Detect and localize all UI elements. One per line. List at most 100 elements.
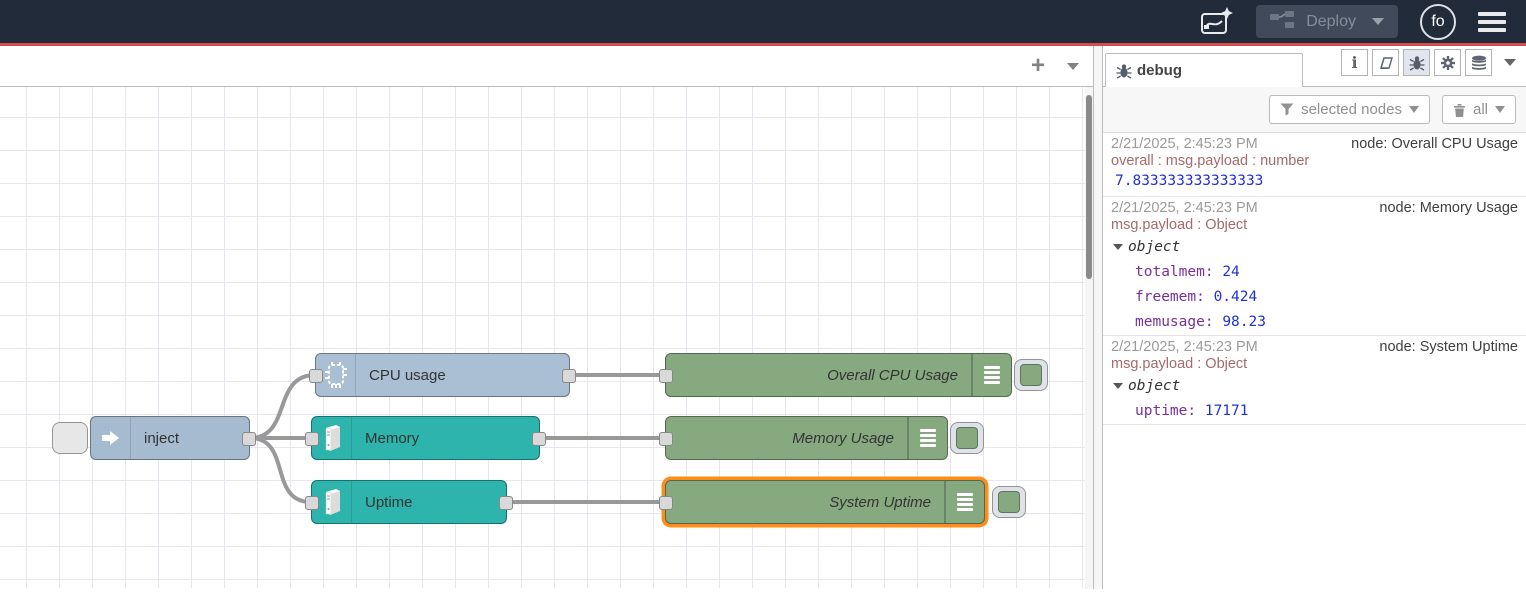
collapse-triangle-icon[interactable] bbox=[1113, 244, 1123, 250]
flow-canvas[interactable]: inject bbox=[0, 87, 1085, 588]
node-label: inject bbox=[144, 429, 180, 447]
cpu-input-port[interactable] bbox=[309, 369, 323, 383]
message-source-node: node: Memory Usage bbox=[1379, 200, 1518, 216]
database-icon bbox=[1471, 55, 1486, 70]
user-avatar[interactable]: fo bbox=[1420, 3, 1456, 40]
node-debug-system-uptime[interactable]: System Uptime bbox=[659, 480, 985, 524]
debug-console-icon bbox=[907, 417, 947, 459]
filter-label: selected nodes bbox=[1301, 101, 1402, 118]
message-value: 7.833333333333333 bbox=[1115, 173, 1264, 189]
node-debug-overall-cpu[interactable]: Overall CPU Usage bbox=[659, 353, 1012, 397]
object-label: object bbox=[1128, 378, 1181, 394]
header-bar: Deploy fo bbox=[0, 0, 1526, 46]
bug-icon bbox=[1116, 63, 1132, 79]
server-tower-icon bbox=[312, 417, 352, 459]
debug-toggle-button[interactable] bbox=[992, 486, 1026, 518]
filter-caret-icon bbox=[1408, 106, 1419, 113]
tab-config-button[interactable] bbox=[1434, 49, 1461, 76]
deploy-caret-icon[interactable] bbox=[1372, 18, 1384, 25]
info-icon: i bbox=[1351, 53, 1358, 72]
memory-input-port[interactable] bbox=[305, 432, 319, 446]
debug-toggle-button[interactable] bbox=[1014, 359, 1048, 391]
debug-input-port[interactable] bbox=[659, 369, 673, 383]
object-field: totalmem: 24 bbox=[1135, 264, 1240, 280]
trash-icon bbox=[1453, 103, 1465, 117]
wires bbox=[248, 373, 667, 504]
server-tower-icon bbox=[312, 481, 352, 523]
message-source-node: node: System Uptime bbox=[1379, 339, 1518, 355]
message-timestamp: 2/21/2025, 2:45:23 PM bbox=[1111, 200, 1258, 216]
flow-editor: + bbox=[0, 46, 1093, 589]
scrollbar-thumb[interactable] bbox=[1086, 95, 1092, 279]
debug-filter-button[interactable]: selected nodes bbox=[1269, 95, 1430, 124]
flow-list-caret-icon[interactable] bbox=[1067, 62, 1079, 70]
debug-message[interactable]: 2/21/2025, 2:45:23 PM node: Memory Usage… bbox=[1103, 197, 1526, 336]
deploy-label: Deploy bbox=[1306, 12, 1356, 30]
message-property-path: msg.payload : Object bbox=[1111, 356, 1248, 372]
message-source-node: node: Overall CPU Usage bbox=[1351, 136, 1518, 152]
node-label: System Uptime bbox=[829, 493, 931, 511]
sidebar-resize-handle[interactable] bbox=[1093, 46, 1103, 589]
bug-icon bbox=[1409, 55, 1424, 71]
debug-console-icon bbox=[944, 481, 984, 523]
tab-context-button[interactable] bbox=[1465, 49, 1492, 76]
tab-debug-button[interactable] bbox=[1403, 49, 1430, 76]
gear-icon bbox=[1440, 55, 1455, 70]
node-memory[interactable]: Memory bbox=[305, 416, 546, 460]
add-flow-button[interactable]: + bbox=[1030, 52, 1045, 79]
inject-arrow-icon bbox=[91, 417, 131, 459]
debug-message[interactable]: 2/21/2025, 2:45:23 PM node: System Uptim… bbox=[1103, 336, 1526, 425]
collapse-triangle-icon[interactable] bbox=[1113, 383, 1123, 389]
debug-input-port[interactable] bbox=[659, 496, 673, 510]
book-icon bbox=[1379, 56, 1393, 69]
message-timestamp: 2/21/2025, 2:45:23 PM bbox=[1111, 136, 1258, 152]
debug-message-list[interactable]: 2/21/2025, 2:45:23 PM node: Overall CPU … bbox=[1103, 133, 1526, 589]
avatar-initials: fo bbox=[1431, 12, 1445, 30]
tab-info-button[interactable]: i bbox=[1341, 49, 1368, 76]
object-field: memusage: 98.23 bbox=[1135, 314, 1266, 330]
node-label: Uptime bbox=[365, 493, 413, 511]
node-cpu-usage[interactable]: CPU usage bbox=[309, 353, 576, 397]
tab-debug[interactable]: debug bbox=[1105, 53, 1303, 87]
object-field: freemem: 0.424 bbox=[1135, 289, 1258, 305]
cpu-chip-icon bbox=[316, 354, 356, 396]
debug-message[interactable]: 2/21/2025, 2:45:23 PM node: Overall CPU … bbox=[1103, 133, 1526, 197]
workspace-tabbar: + bbox=[0, 46, 1093, 87]
tab-debug-label: debug bbox=[1137, 62, 1182, 79]
deploy-button[interactable]: Deploy bbox=[1256, 5, 1398, 38]
flow-sparkle-icon[interactable] bbox=[1198, 6, 1234, 38]
message-property-path: overall : msg.payload : number bbox=[1111, 153, 1310, 169]
node-label: Overall CPU Usage bbox=[827, 366, 958, 384]
sidebar-menu-caret-icon[interactable] bbox=[1504, 59, 1516, 66]
node-uptime[interactable]: Uptime bbox=[305, 480, 513, 524]
message-timestamp: 2/21/2025, 2:45:23 PM bbox=[1111, 339, 1258, 355]
clear-caret-icon bbox=[1495, 106, 1505, 113]
debug-console-icon bbox=[971, 354, 1011, 396]
debug-clear-button[interactable]: all bbox=[1441, 95, 1516, 124]
uptime-input-port[interactable] bbox=[305, 496, 319, 510]
clear-label: all bbox=[1472, 101, 1488, 118]
object-label: object bbox=[1128, 239, 1181, 255]
deploy-icon bbox=[1270, 10, 1296, 33]
filter-funnel-icon bbox=[1280, 103, 1294, 116]
debug-toggle-button[interactable] bbox=[950, 422, 984, 454]
debug-input-port[interactable] bbox=[659, 432, 673, 446]
debug-toolbar: selected nodes all bbox=[1103, 87, 1526, 133]
debug-sidebar: debug i bbox=[1103, 46, 1526, 589]
main-menu-icon[interactable] bbox=[1478, 11, 1506, 32]
inject-output-port[interactable] bbox=[242, 432, 256, 446]
inject-trigger-button[interactable] bbox=[52, 422, 88, 454]
node-label: Memory Usage bbox=[792, 429, 894, 447]
node-label: Memory bbox=[365, 429, 420, 447]
node-label: CPU usage bbox=[369, 366, 446, 384]
node-inject[interactable]: inject bbox=[90, 416, 256, 460]
canvas-vertical-scrollbar[interactable] bbox=[1085, 87, 1093, 589]
object-field: uptime: 17171 bbox=[1135, 403, 1249, 419]
sidebar-tabbar: debug i bbox=[1103, 46, 1526, 87]
node-debug-memory-usage[interactable]: Memory Usage bbox=[659, 416, 948, 460]
uptime-output-port[interactable] bbox=[499, 496, 513, 510]
memory-output-port[interactable] bbox=[532, 432, 546, 446]
tab-help-button[interactable] bbox=[1372, 49, 1399, 76]
message-property-path: msg.payload : Object bbox=[1111, 217, 1248, 233]
cpu-output-port[interactable] bbox=[562, 369, 576, 383]
